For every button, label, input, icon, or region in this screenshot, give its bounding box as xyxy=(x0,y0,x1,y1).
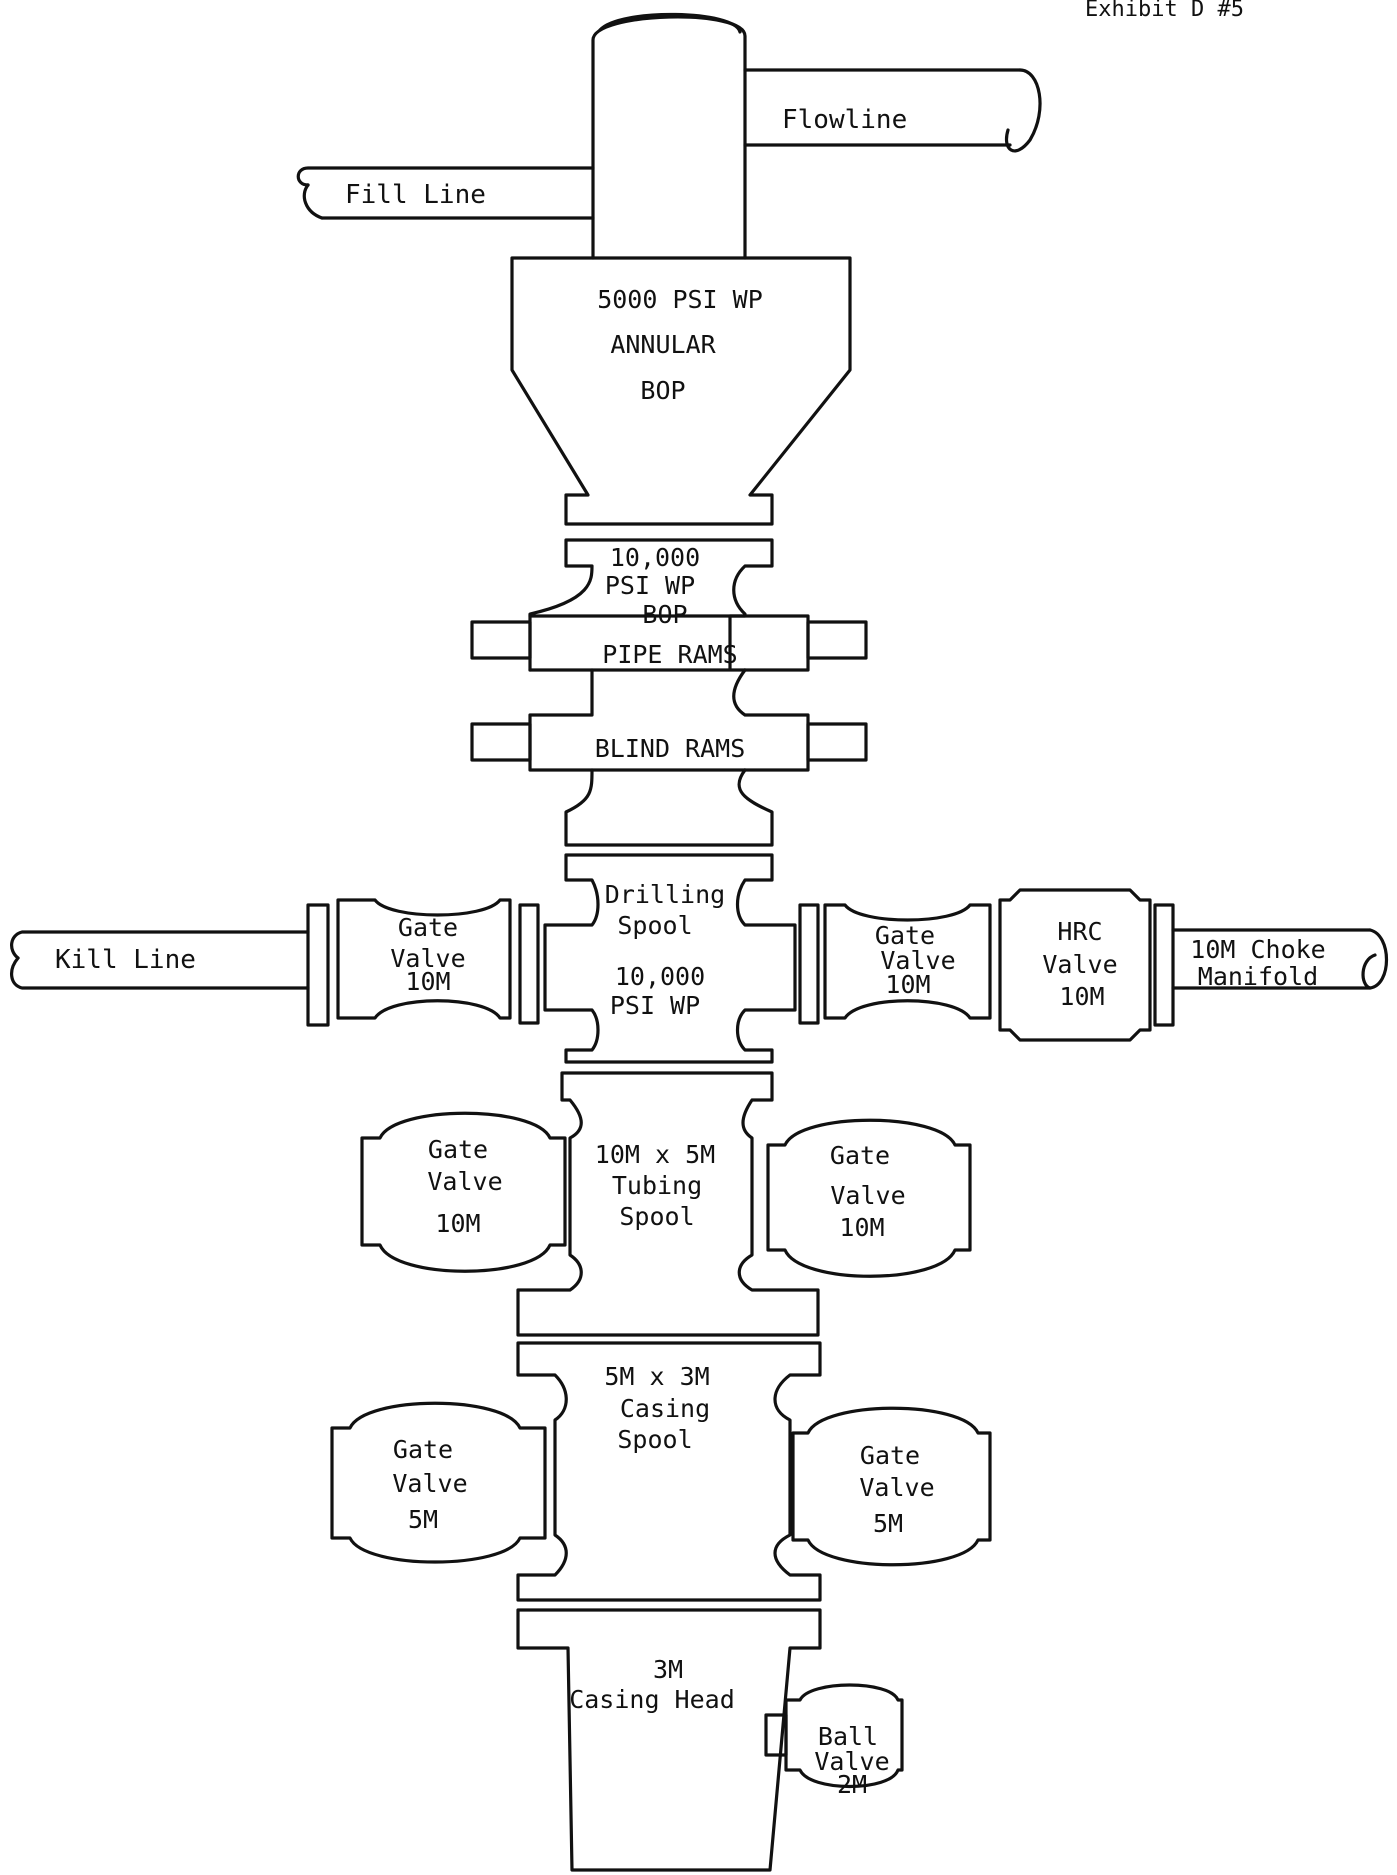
tubing-spool-line-1: 10M x 5M xyxy=(595,1140,715,1169)
hrc-valve xyxy=(998,888,1152,1042)
casing-gate-right-line-2: Valve xyxy=(859,1473,934,1502)
tubing-gate-valve-right xyxy=(766,1118,972,1278)
tubing-gate-left-line-1: Gate xyxy=(428,1135,488,1164)
blind-rams-label: BLIND RAMS xyxy=(595,734,746,763)
kill-gate-valve-line-2: Valve xyxy=(390,944,465,973)
casing-spool-line-3: Spool xyxy=(617,1425,692,1454)
casing-gate-right-line-1: Gate xyxy=(860,1441,920,1470)
fill-line-label: Fill Line xyxy=(345,180,486,210)
tubing-gate-left-line-2: Valve xyxy=(427,1167,502,1196)
flowline-pipe xyxy=(743,68,1042,153)
tubing-gate-valve-left xyxy=(360,1111,567,1273)
pipe-ram-actuators xyxy=(470,620,868,660)
casing-head-line-1: 3M xyxy=(653,1655,683,1684)
tubing-gate-right-line-3: 10M xyxy=(839,1213,884,1242)
hrc-valve-line-1: HRC xyxy=(1057,917,1102,946)
casing-spool-line-1: 5M x 3M xyxy=(604,1362,709,1391)
kill-line-pipe xyxy=(10,930,310,990)
annular-bop xyxy=(510,256,852,526)
hrc-valve-line-2: Valve xyxy=(1042,950,1117,979)
blind-ram-actuators xyxy=(470,722,868,762)
riser-pipe xyxy=(591,12,747,260)
ball-valve xyxy=(764,1683,904,1789)
choke-gate-valve xyxy=(823,903,992,1020)
casing-spool xyxy=(516,1341,822,1602)
casing-gate-right-line-3: 5M xyxy=(873,1509,903,1538)
casing-head xyxy=(516,1608,822,1872)
choke-side-flange xyxy=(798,903,820,1025)
ram-bop-line-3: BOP xyxy=(642,600,687,629)
hrc-valve-line-3: 10M xyxy=(1059,982,1104,1011)
kill-gate-valve-line-3: 10M xyxy=(405,967,450,996)
choke-gate-valve-line-3: 10M xyxy=(885,970,930,999)
drilling-spool-line-4: PSI WP xyxy=(610,991,700,1020)
casing-gate-valve-left xyxy=(330,1401,547,1564)
tubing-spool xyxy=(516,1071,820,1337)
tubing-spool-line-2: Tubing xyxy=(612,1171,702,1200)
choke-gate-valve-line-1: Gate xyxy=(875,921,935,950)
tubing-gate-left-line-3: 10M xyxy=(435,1209,480,1238)
ram-bop-line-2: PSI WP xyxy=(605,571,695,600)
choke-manifold-line-1: 10M Choke xyxy=(1190,935,1325,964)
drilling-spool-line-3: 10,000 xyxy=(615,962,705,991)
ball-valve-line-2: Valve xyxy=(814,1747,889,1776)
annular-bop-line-3: BOP xyxy=(640,376,685,405)
choke-manifold-line-2: Manifold xyxy=(1198,962,1318,991)
choke-manifold-line-pipe xyxy=(1153,903,1389,1027)
exhibit-label: Exhibit D #5 xyxy=(1085,0,1244,22)
drilling-spool xyxy=(543,853,797,1064)
ram-bop-line-1: 10,000 xyxy=(610,543,700,572)
kill-line-label: Kill Line xyxy=(55,945,196,975)
annular-bop-line-1: 5000 PSI WP xyxy=(597,285,763,314)
choke-gate-valve-line-2: Valve xyxy=(880,946,955,975)
kill-line-flange-left xyxy=(306,903,330,1027)
fill-line-pipe xyxy=(296,166,595,220)
casing-head-line-2: Casing Head xyxy=(569,1685,735,1714)
kill-gate-valve-line-1: Gate xyxy=(398,913,458,942)
ball-valve-line-3: 2M xyxy=(837,1770,867,1799)
drilling-spool-line-2: Spool xyxy=(617,911,692,940)
ram-bop-body xyxy=(528,538,810,847)
kill-line-flange-right xyxy=(518,903,540,1025)
kill-gate-valve xyxy=(336,898,512,1020)
flowline-label: Flowline xyxy=(782,105,907,135)
tubing-spool-line-3: Spool xyxy=(619,1202,694,1231)
casing-gate-left-line-3: 5M xyxy=(408,1505,438,1534)
tubing-gate-right-line-2: Valve xyxy=(830,1181,905,1210)
casing-gate-valve-right xyxy=(791,1406,992,1567)
ball-valve-line-1: Ball xyxy=(818,1722,878,1751)
annular-bop-line-2: ANNULAR xyxy=(610,330,716,359)
casing-gate-left-line-2: Valve xyxy=(392,1469,467,1498)
drilling-spool-line-1: Drilling xyxy=(605,880,725,909)
casing-spool-line-2: Casing xyxy=(620,1394,710,1423)
tubing-gate-right-line-1: Gate xyxy=(830,1141,890,1170)
pipe-rams-label: PIPE RAMS xyxy=(602,640,737,669)
casing-gate-left-line-1: Gate xyxy=(393,1435,453,1464)
